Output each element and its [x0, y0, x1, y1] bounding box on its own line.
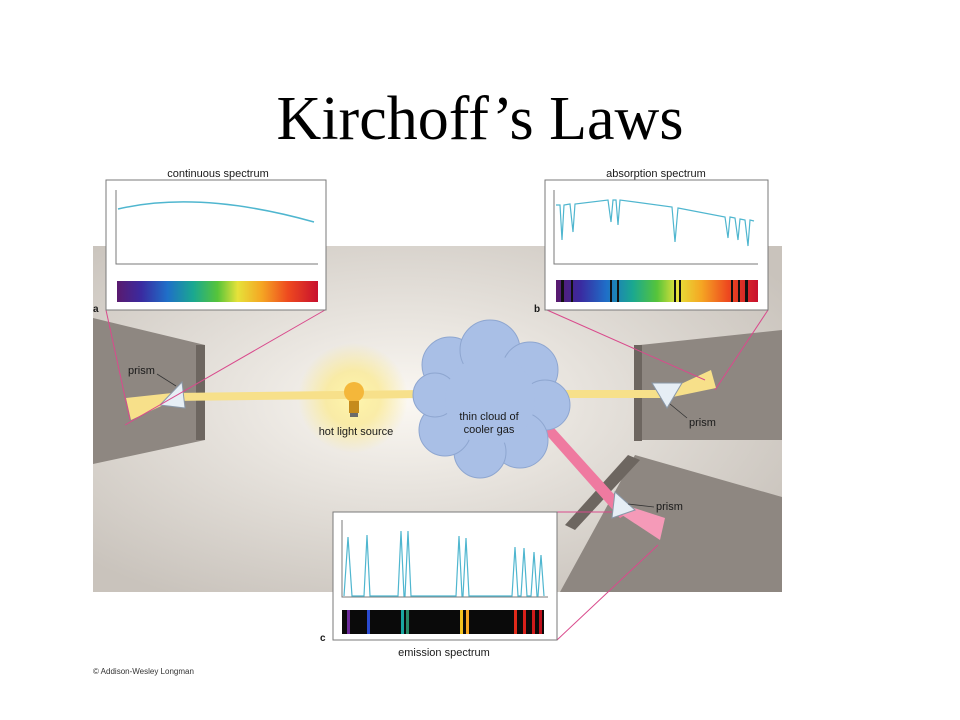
- continuous-curve: [117, 201, 315, 223]
- panel-b-label: b: [534, 304, 540, 315]
- emission-lines: [347, 610, 542, 634]
- continuous-spectrum-panel: [105, 179, 327, 311]
- continuous-spectrum-bar: [117, 281, 318, 302]
- hot-light-source-label: hot light source: [319, 426, 394, 438]
- right-dispersed-beam: [668, 370, 716, 398]
- credit-text: © Addison-Wesley Longman: [93, 667, 194, 676]
- emission-dispersed-beam: [622, 505, 665, 540]
- left-wall: [93, 318, 205, 464]
- emission-curve: [343, 530, 545, 597]
- page-title: Kirchoff’s Laws: [276, 85, 684, 153]
- gas-cloud-icon: [412, 319, 571, 479]
- absorption-spectrum-label: absorption spectrum: [606, 168, 706, 180]
- prism-right-icon: [651, 382, 683, 409]
- emission-beam: [535, 418, 630, 518]
- emission-spectrum-label: emission spectrum: [398, 647, 490, 659]
- panel-a-label: a: [93, 304, 99, 315]
- absorption-lines: [561, 280, 748, 302]
- emission-spectrum-bar: [342, 610, 544, 634]
- prism-lower-label: prism: [656, 501, 683, 513]
- left-dispersed-beam: [126, 393, 172, 420]
- lower-right-wall: [560, 455, 782, 592]
- continuous-spectrum-label: continuous spectrum: [167, 168, 269, 180]
- panel-c-label: c: [320, 633, 326, 644]
- prism-left-label: prism: [128, 365, 155, 377]
- prism-lower-icon: [611, 490, 636, 519]
- cloud-label-line1: thin cloud of: [459, 411, 519, 423]
- absorption-curve: [556, 199, 755, 247]
- light-bulb-icon: [344, 382, 364, 417]
- left-screen: [196, 345, 205, 440]
- emission-spectrum-panel: [332, 511, 558, 641]
- absorption-spectrum-panel: [544, 179, 769, 311]
- absorption-spectrum-bar: [556, 280, 758, 302]
- prism-right-label: prism: [689, 417, 716, 429]
- cloud-label-line2: cooler gas: [464, 424, 515, 436]
